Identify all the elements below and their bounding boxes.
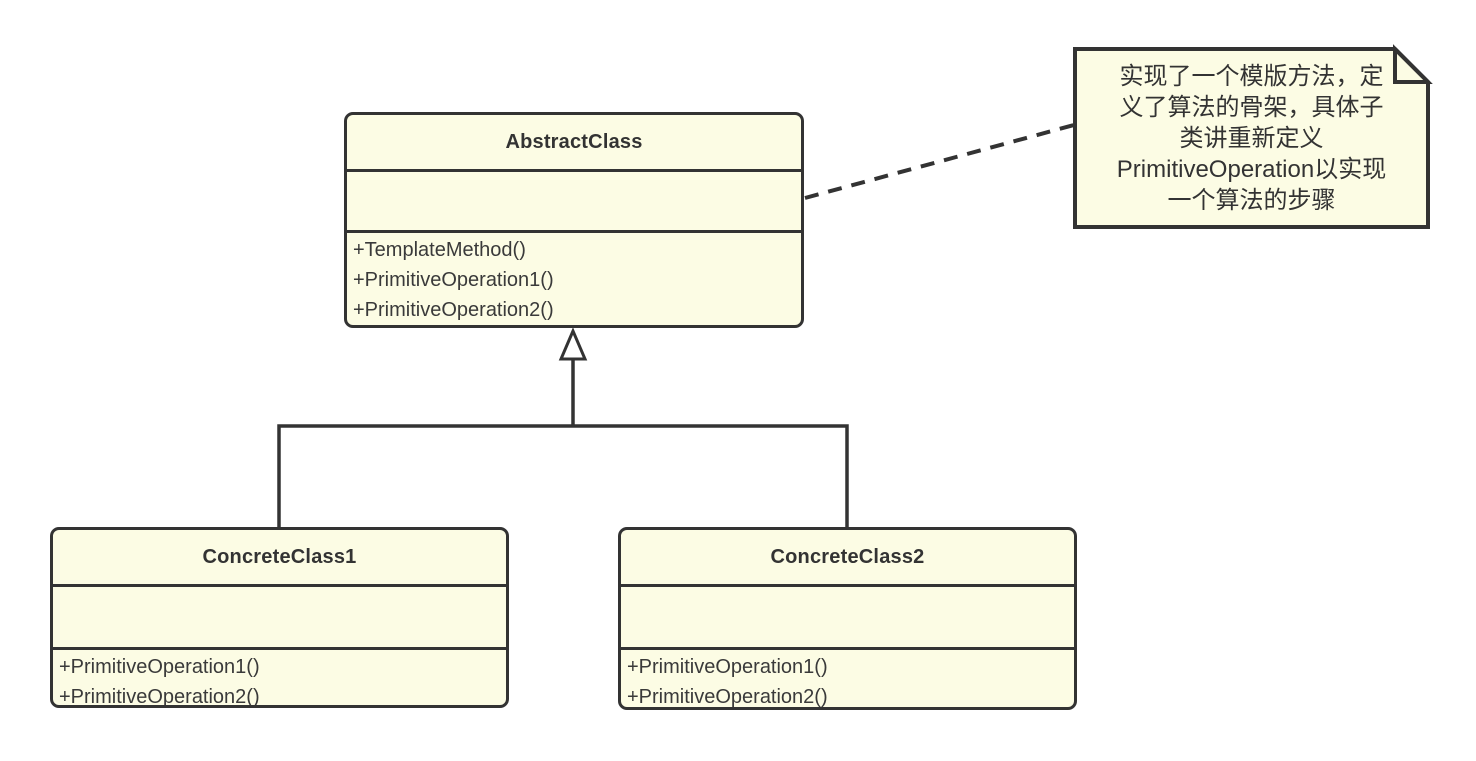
note-text: 实现了一个模版方法，定 义了算法的骨架，具体子 类讲重新定义 Primitive… xyxy=(1116,62,1387,214)
class-box-concreteclass1[interactable]: ConcreteClass1 +PrimitiveOperation1() +P… xyxy=(50,527,509,708)
class-box-concreteclass2[interactable]: ConcreteClass2 +PrimitiveOperation1() +P… xyxy=(618,527,1077,710)
class-attributes-section xyxy=(53,584,506,647)
class-name: ConcreteClass2 xyxy=(770,545,925,568)
inheritance-triangle-icon xyxy=(558,327,588,361)
class-methods-section: +TemplateMethod() +PrimitiveOperation1()… xyxy=(347,230,801,325)
note-fold-icon xyxy=(1393,44,1433,84)
method-item: +PrimitiveOperation2() xyxy=(627,686,828,707)
class-box-abstractclass[interactable]: AbstractClass +TemplateMethod() +Primiti… xyxy=(344,112,804,328)
class-methods-section: +PrimitiveOperation1() +PrimitiveOperati… xyxy=(53,647,506,705)
class-attributes-section xyxy=(621,584,1074,647)
class-methods-section: +PrimitiveOperation1() +PrimitiveOperati… xyxy=(621,647,1074,707)
class-name: AbstractClass xyxy=(505,130,643,153)
method-item: +PrimitiveOperation2() xyxy=(353,299,554,321)
generalization-elbow-line xyxy=(277,424,849,529)
method-item: +PrimitiveOperation1() xyxy=(353,269,554,291)
note-shape[interactable] xyxy=(1073,47,1430,229)
note-anchor-dashed-line xyxy=(804,123,1075,200)
class-attributes-section xyxy=(347,169,801,230)
method-item: +PrimitiveOperation1() xyxy=(627,656,828,678)
class-name: ConcreteClass1 xyxy=(202,545,357,568)
method-item: +PrimitiveOperation1() xyxy=(59,656,260,678)
method-item: +PrimitiveOperation2() xyxy=(59,686,260,705)
method-item: +TemplateMethod() xyxy=(353,239,526,261)
